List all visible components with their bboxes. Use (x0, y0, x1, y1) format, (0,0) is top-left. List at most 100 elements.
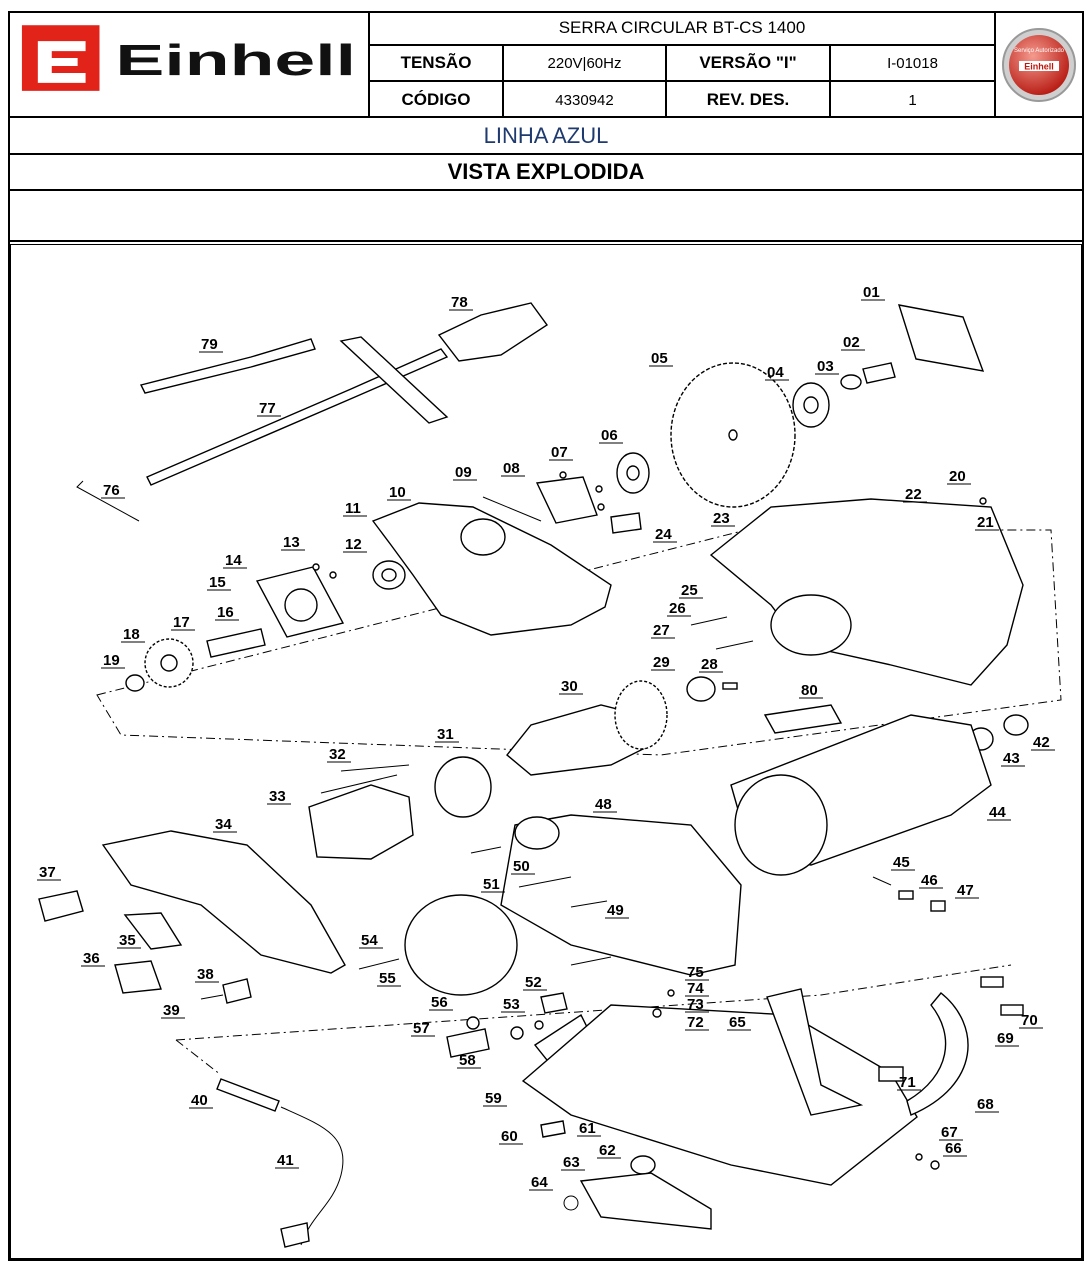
part-19-shape (125, 674, 145, 692)
brand-logo: Einhell (8, 11, 370, 118)
part-number-24: 24 (655, 526, 672, 543)
part-38-shape (222, 978, 252, 1004)
part-number-14: 14 (225, 552, 242, 569)
part-55-shape (404, 894, 518, 996)
part-04-hub (803, 396, 819, 414)
view-label: VISTA EXPLODIDA (8, 155, 1084, 191)
part-number-76: 76 (103, 482, 120, 499)
part-50-screw (518, 876, 572, 888)
part-number-80: 80 (801, 682, 818, 699)
part-number-38: 38 (197, 966, 214, 983)
part-number-01: 01 (863, 284, 880, 301)
part-40-shape (216, 1078, 280, 1112)
part-number-62: 62 (599, 1142, 616, 1159)
part-62-shape (630, 1155, 656, 1175)
part-number-26: 26 (669, 600, 686, 617)
part-08-shape (535, 476, 598, 524)
part-number-56: 56 (431, 994, 448, 1011)
part-20-shape (979, 497, 987, 505)
part-80-shape (763, 704, 843, 734)
part-number-11: 11 (345, 500, 361, 517)
part-number-53: 53 (503, 996, 520, 1013)
line-label: LINHA AZUL (8, 118, 1084, 155)
part-61-shape (521, 1004, 918, 1186)
part-54-screw (358, 958, 400, 970)
part-71-shape (878, 1066, 904, 1082)
part-70-shape (980, 976, 1004, 988)
part-number-27: 27 (653, 622, 670, 639)
part-66-shape (930, 1160, 940, 1170)
part-number-78: 78 (451, 294, 468, 311)
part-number-52: 52 (525, 974, 542, 991)
part-48-shape (500, 814, 742, 976)
part-number-13: 13 (283, 534, 300, 551)
part-number-37: 37 (39, 864, 56, 881)
part-07-screw (595, 485, 603, 493)
part-number-67: 67 (941, 1124, 958, 1141)
part-number-43: 43 (1003, 750, 1020, 767)
part-67-shape (915, 1153, 923, 1161)
part-32-screw (340, 764, 410, 772)
part-number-33: 33 (269, 788, 286, 805)
seal-text: Serviço Autorizado (1014, 48, 1065, 54)
part-56-shape (466, 1016, 480, 1030)
part-number-29: 29 (653, 654, 670, 671)
part-number-73: 73 (687, 996, 704, 1013)
part-30-fan (614, 680, 668, 750)
part-03-shape (840, 374, 862, 390)
part-number-58: 58 (459, 1052, 476, 1069)
part-27-screw (715, 640, 754, 650)
part-02-shape (862, 362, 896, 384)
tensao-label: TENSÃO (370, 46, 504, 82)
part-23-motor-mount (770, 594, 852, 656)
part-number-07: 07 (551, 444, 568, 461)
part-number-63: 63 (563, 1154, 580, 1171)
part-65-shape (766, 988, 864, 1116)
part-10-hole (460, 518, 506, 556)
part-number-36: 36 (83, 950, 100, 967)
part-number-75: 75 (687, 964, 704, 981)
part-76-shape (76, 480, 140, 522)
part-29-shape (686, 676, 716, 702)
product-title: SERRA CIRCULAR BT-CS 1400 (370, 11, 994, 46)
part-number-25: 25 (681, 582, 698, 599)
part-number-18: 18 (123, 626, 140, 643)
part-number-34: 34 (215, 816, 232, 833)
part-number-40: 40 (191, 1092, 208, 1109)
part-number-17: 17 (173, 614, 190, 631)
part-64-shape (563, 1195, 579, 1211)
part-number-48: 48 (595, 796, 612, 813)
part-number-69: 69 (997, 1030, 1014, 1047)
part-13-screw (329, 571, 337, 579)
exploded-view-svg: 0102030405060708091011121314151617181920… (37, 284, 1062, 1248)
part-number-45: 45 (893, 854, 910, 871)
part-number-44: 44 (989, 804, 1006, 821)
part-73-shape (652, 1008, 662, 1018)
part-68-shape (906, 992, 969, 1116)
part-number-05: 05 (651, 350, 668, 367)
part-24-shape (610, 512, 642, 534)
codigo-label: CÓDIGO (370, 82, 504, 118)
part-05-saw-blade (670, 362, 796, 508)
part-41-cord (280, 1106, 344, 1246)
part-51-screw (470, 846, 502, 854)
part-number-23: 23 (713, 510, 730, 527)
part-46-shape (898, 890, 914, 900)
part-07-screw (597, 503, 605, 511)
part-10-shape (371, 502, 612, 636)
part-37-shape (38, 890, 84, 922)
part-number-61: 61 (579, 1120, 596, 1137)
part-number-31: 31 (437, 726, 454, 743)
part-17-shape (206, 628, 266, 658)
part-number-77: 77 (259, 400, 276, 417)
part-18-hub (160, 654, 178, 672)
blank-row (8, 191, 1084, 242)
part-52-shape (540, 992, 568, 1014)
codigo-value: 4330942 (504, 82, 667, 118)
part-number-09: 09 (455, 464, 472, 481)
assembly-line-lower (175, 964, 1012, 1041)
part-12-hole (381, 568, 397, 582)
part-number-50: 50 (513, 858, 530, 875)
part-number-41: 41 (277, 1152, 294, 1169)
part-77-shape (146, 348, 449, 486)
